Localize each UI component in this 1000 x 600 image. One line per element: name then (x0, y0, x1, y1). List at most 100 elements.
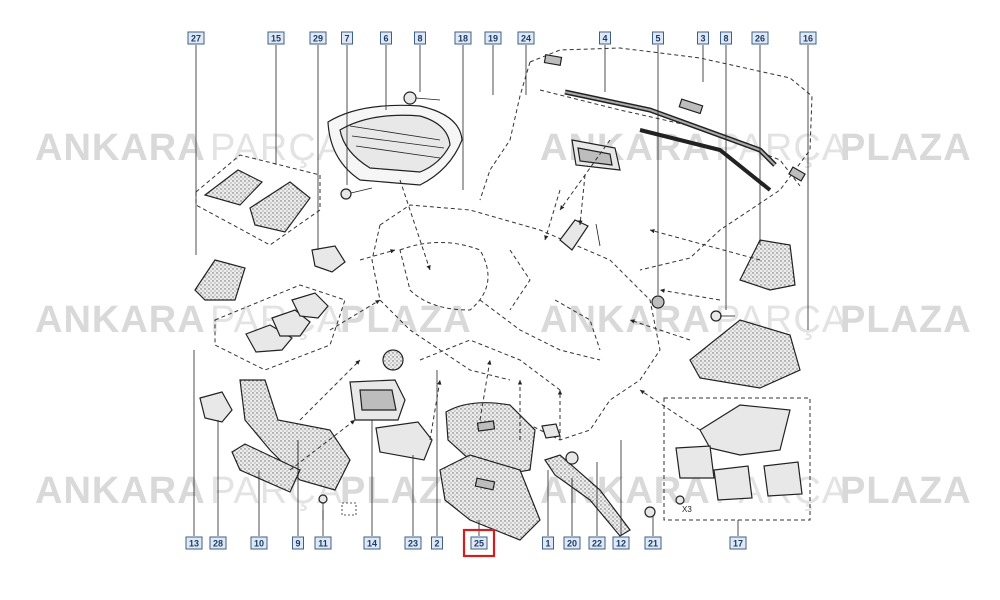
callout-box-3[interactable] (697, 31, 709, 45)
side-vents (214, 245, 346, 371)
assembly-arrow-1 (544, 189, 561, 241)
callout-box-7[interactable] (341, 31, 353, 45)
callout-label-23: 23 (408, 539, 418, 549)
callout-label-22: 22 (592, 539, 602, 549)
assembly-arrow-9 (479, 359, 491, 421)
small-fasteners (340, 91, 601, 251)
assembly-arrow-13 (659, 289, 721, 301)
callout-box-15[interactable] (267, 31, 285, 45)
callout-box-22[interactable] (588, 536, 606, 550)
callout-label-20: 20 (567, 539, 577, 549)
callout-label-8a: 8 (417, 34, 422, 44)
callout-label-25: 25 (474, 539, 484, 549)
callout-label-13: 13 (189, 539, 199, 549)
assembly-arrow-14 (639, 389, 701, 431)
callout-box-6[interactable] (380, 31, 392, 45)
arrow-head-2 (578, 220, 583, 225)
arrow-head-0 (426, 265, 431, 270)
right-lower-trim (541, 423, 656, 537)
watermark-brand-bold: ANKARA (35, 127, 206, 169)
callout-box-18[interactable] (454, 31, 472, 45)
callout-label-8b: 8 (723, 34, 728, 44)
arrow-head-15 (650, 229, 655, 234)
callout-box-8b[interactable] (720, 31, 732, 45)
callout-box-4[interactable] (599, 31, 611, 45)
assembly-arrow-4 (359, 249, 396, 261)
callout-box-12[interactable] (612, 536, 630, 550)
callout-box-8a[interactable] (414, 31, 426, 45)
callout-box-27[interactable] (187, 31, 205, 45)
callout-label-2: 2 (434, 539, 439, 549)
arrow-head-9 (487, 360, 492, 365)
leader-lines (193, 45, 809, 536)
callout-box-28[interactable] (209, 536, 227, 550)
callout-label-9: 9 (295, 539, 300, 549)
callout-label-3: 3 (700, 34, 705, 44)
callout-label-21: 21 (648, 539, 658, 549)
group-17-box: X3 (663, 397, 811, 521)
assembly-arrow-15 (649, 229, 761, 261)
arrow-head-8 (437, 380, 442, 385)
watermark-row-2: ANKARA PARÇA PLAZA ANKARA PARÇA PLAZA (35, 299, 972, 341)
callout-label-27: 27 (191, 34, 201, 44)
callout-label-24: 24 (521, 34, 531, 44)
callout-box-10[interactable] (250, 536, 268, 550)
callout-box-13[interactable] (185, 536, 203, 550)
callout-label-29: 29 (313, 34, 323, 44)
callout-box-29[interactable] (309, 31, 327, 45)
callout-label-14: 14 (367, 539, 377, 549)
assembly-arrow-5 (329, 299, 381, 331)
callout-label-7: 7 (344, 34, 349, 44)
callout-label-4: 4 (602, 34, 607, 44)
left-trim-group (194, 154, 321, 301)
callout-box-16[interactable] (799, 31, 817, 45)
watermark-brand-bold: ANKARA (35, 299, 206, 341)
assembly-arrow-6 (299, 359, 361, 421)
callout-box-14[interactable] (363, 536, 381, 550)
callout-box-5[interactable] (652, 31, 664, 45)
highlighted-callout-box (462, 528, 496, 558)
callout-label-5: 5 (655, 34, 660, 44)
callout-box-9[interactable] (292, 536, 304, 550)
watermark-brand-bold: ANKARA (540, 127, 711, 169)
callout-label-11: 11 (318, 539, 328, 549)
arrow-head-4 (390, 249, 395, 254)
assembly-arrow-3 (559, 139, 611, 211)
watermark-row-1: ANKARA PARÇA ANKARA PARÇA PLAZA (35, 127, 971, 169)
callout-box-23[interactable] (404, 536, 422, 550)
screw-count-label: X3 (682, 505, 692, 514)
arrow-head-13 (660, 288, 665, 293)
callout-box-19[interactable] (484, 31, 502, 45)
watermark-brand-bold: ANKARA (540, 299, 711, 341)
arrow-head-5 (375, 300, 380, 305)
lower-left-panels (199, 379, 357, 520)
callout-label-26: 26 (755, 34, 765, 44)
callout-box-25[interactable] (470, 536, 488, 550)
callout-label-28: 28 (213, 539, 223, 549)
callout-box-1[interactable] (542, 536, 554, 550)
watermark-brand-end: PLAZA (840, 299, 972, 341)
callout-box-21[interactable] (644, 536, 662, 550)
callout-label-17: 17 (733, 539, 743, 549)
callout-box-24[interactable] (517, 31, 535, 45)
watermark-brand-end: PLAZA (840, 470, 972, 512)
callout-label-1: 1 (545, 539, 550, 549)
callout-box-17[interactable] (729, 536, 747, 550)
callout-label-12: 12 (616, 539, 626, 549)
callout-label-19: 19 (488, 34, 498, 44)
callout-label-15: 15 (271, 34, 281, 44)
arrow-head-3 (560, 205, 565, 210)
callout-label-16: 16 (803, 34, 813, 44)
arrow-head-14 (640, 390, 645, 395)
instrument-hood (327, 104, 463, 186)
assembly-arrow-2 (579, 174, 586, 226)
callout-box-26[interactable] (751, 31, 769, 45)
callout-box-2[interactable] (431, 536, 443, 550)
callout-box-11[interactable] (314, 536, 332, 550)
callout-box-20[interactable] (563, 536, 581, 550)
assembly-arrow-0 (399, 179, 431, 271)
arrow-head-7 (350, 420, 355, 425)
watermark-brand-bold: ANKARA (35, 470, 206, 512)
